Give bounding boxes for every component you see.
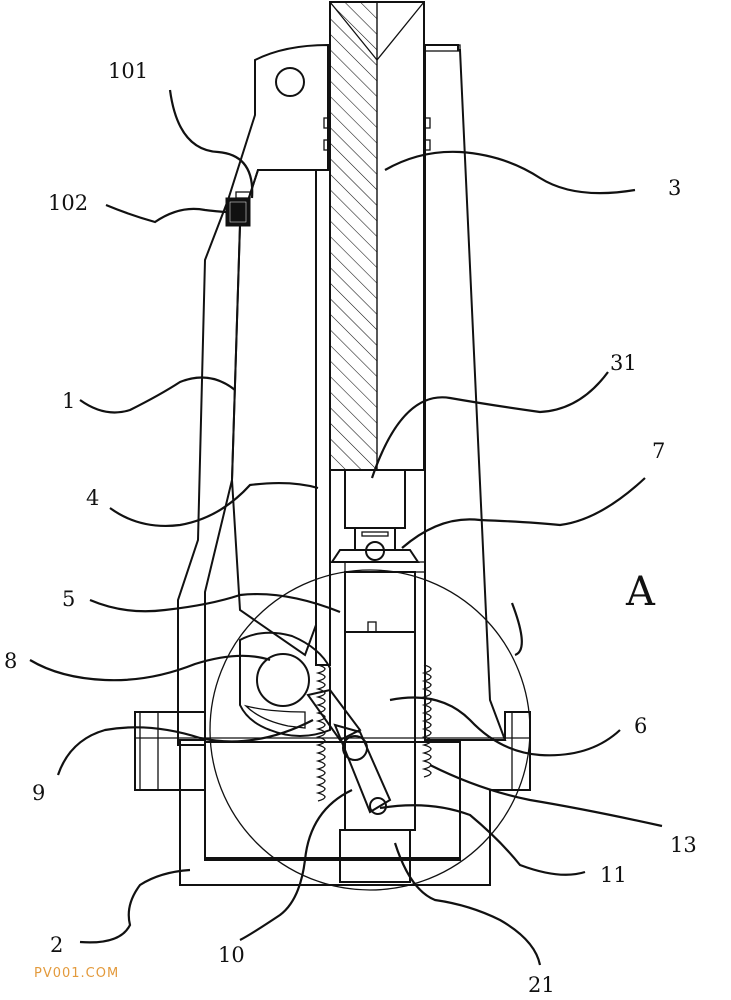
label-101: 101 — [108, 59, 148, 83]
label-3: 3 — [668, 176, 681, 200]
leader-lines — [29, 89, 663, 966]
piston-5 — [344, 561, 426, 831]
detail-circle-a — [209, 569, 531, 891]
label-2: 2 — [50, 933, 63, 957]
label-4: 4 — [86, 486, 99, 510]
label-7: 7 — [652, 439, 665, 463]
label-10: 10 — [218, 943, 245, 967]
label-31: 31 — [610, 351, 637, 375]
label-102: 102 — [48, 191, 88, 215]
label-21: 21 — [528, 973, 555, 997]
spring-13-right — [421, 664, 432, 778]
spring-13-left — [315, 664, 326, 802]
label-a: A — [625, 569, 656, 615]
label-8: 8 — [4, 649, 17, 673]
cam-lever-8 — [239, 631, 331, 737]
label-13: 13 — [670, 833, 697, 857]
label-5: 5 — [62, 587, 75, 611]
rod-3 — [323, 1, 431, 471]
seal-102 — [225, 191, 251, 227]
plug-31 — [344, 469, 406, 529]
sleeve-4 — [315, 169, 331, 666]
housing-lower-2 — [134, 711, 531, 886]
label-9: 9 — [32, 781, 45, 805]
lever-10 — [306, 688, 392, 815]
label-1: 1 — [62, 389, 75, 413]
label-11: 11 — [600, 863, 627, 887]
label-6: 6 — [634, 714, 647, 738]
watermark-text: PV001.COM — [34, 966, 119, 981]
